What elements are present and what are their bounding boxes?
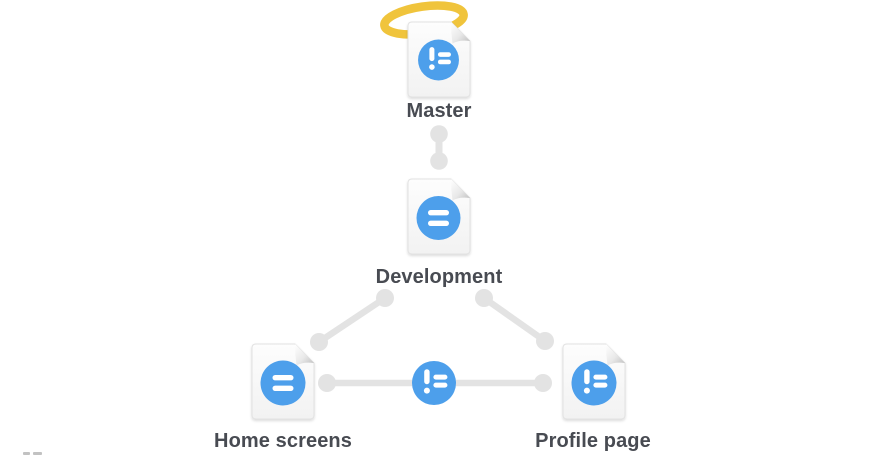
node-label-development: Development [375,266,503,288]
folded-corner [451,22,470,44]
not-equal-icon [571,360,617,406]
edge-development-home-screens [310,289,394,351]
cropped-text-fragment [23,452,30,455]
folded-corner [295,344,314,366]
node-label-master: Master [406,100,472,122]
cropped-text-fragment [33,452,42,455]
node-development [407,178,471,255]
node-label-profile-page: Profile page [535,430,651,452]
edges-layer [310,125,554,392]
edge-development-profile-page [475,289,554,350]
edge-master-development [430,125,448,170]
not-equal-icon [418,39,459,81]
equal-icon [260,360,306,406]
node-profile-page [562,343,626,420]
equal-icon [416,196,461,240]
folded-corner [606,344,625,366]
folded-corner [451,179,470,201]
edge-badge-not-equal-icon [412,361,456,405]
node-home-screens [251,343,315,420]
node-master [407,21,471,98]
node-label-home-screens: Home screens [214,430,352,452]
